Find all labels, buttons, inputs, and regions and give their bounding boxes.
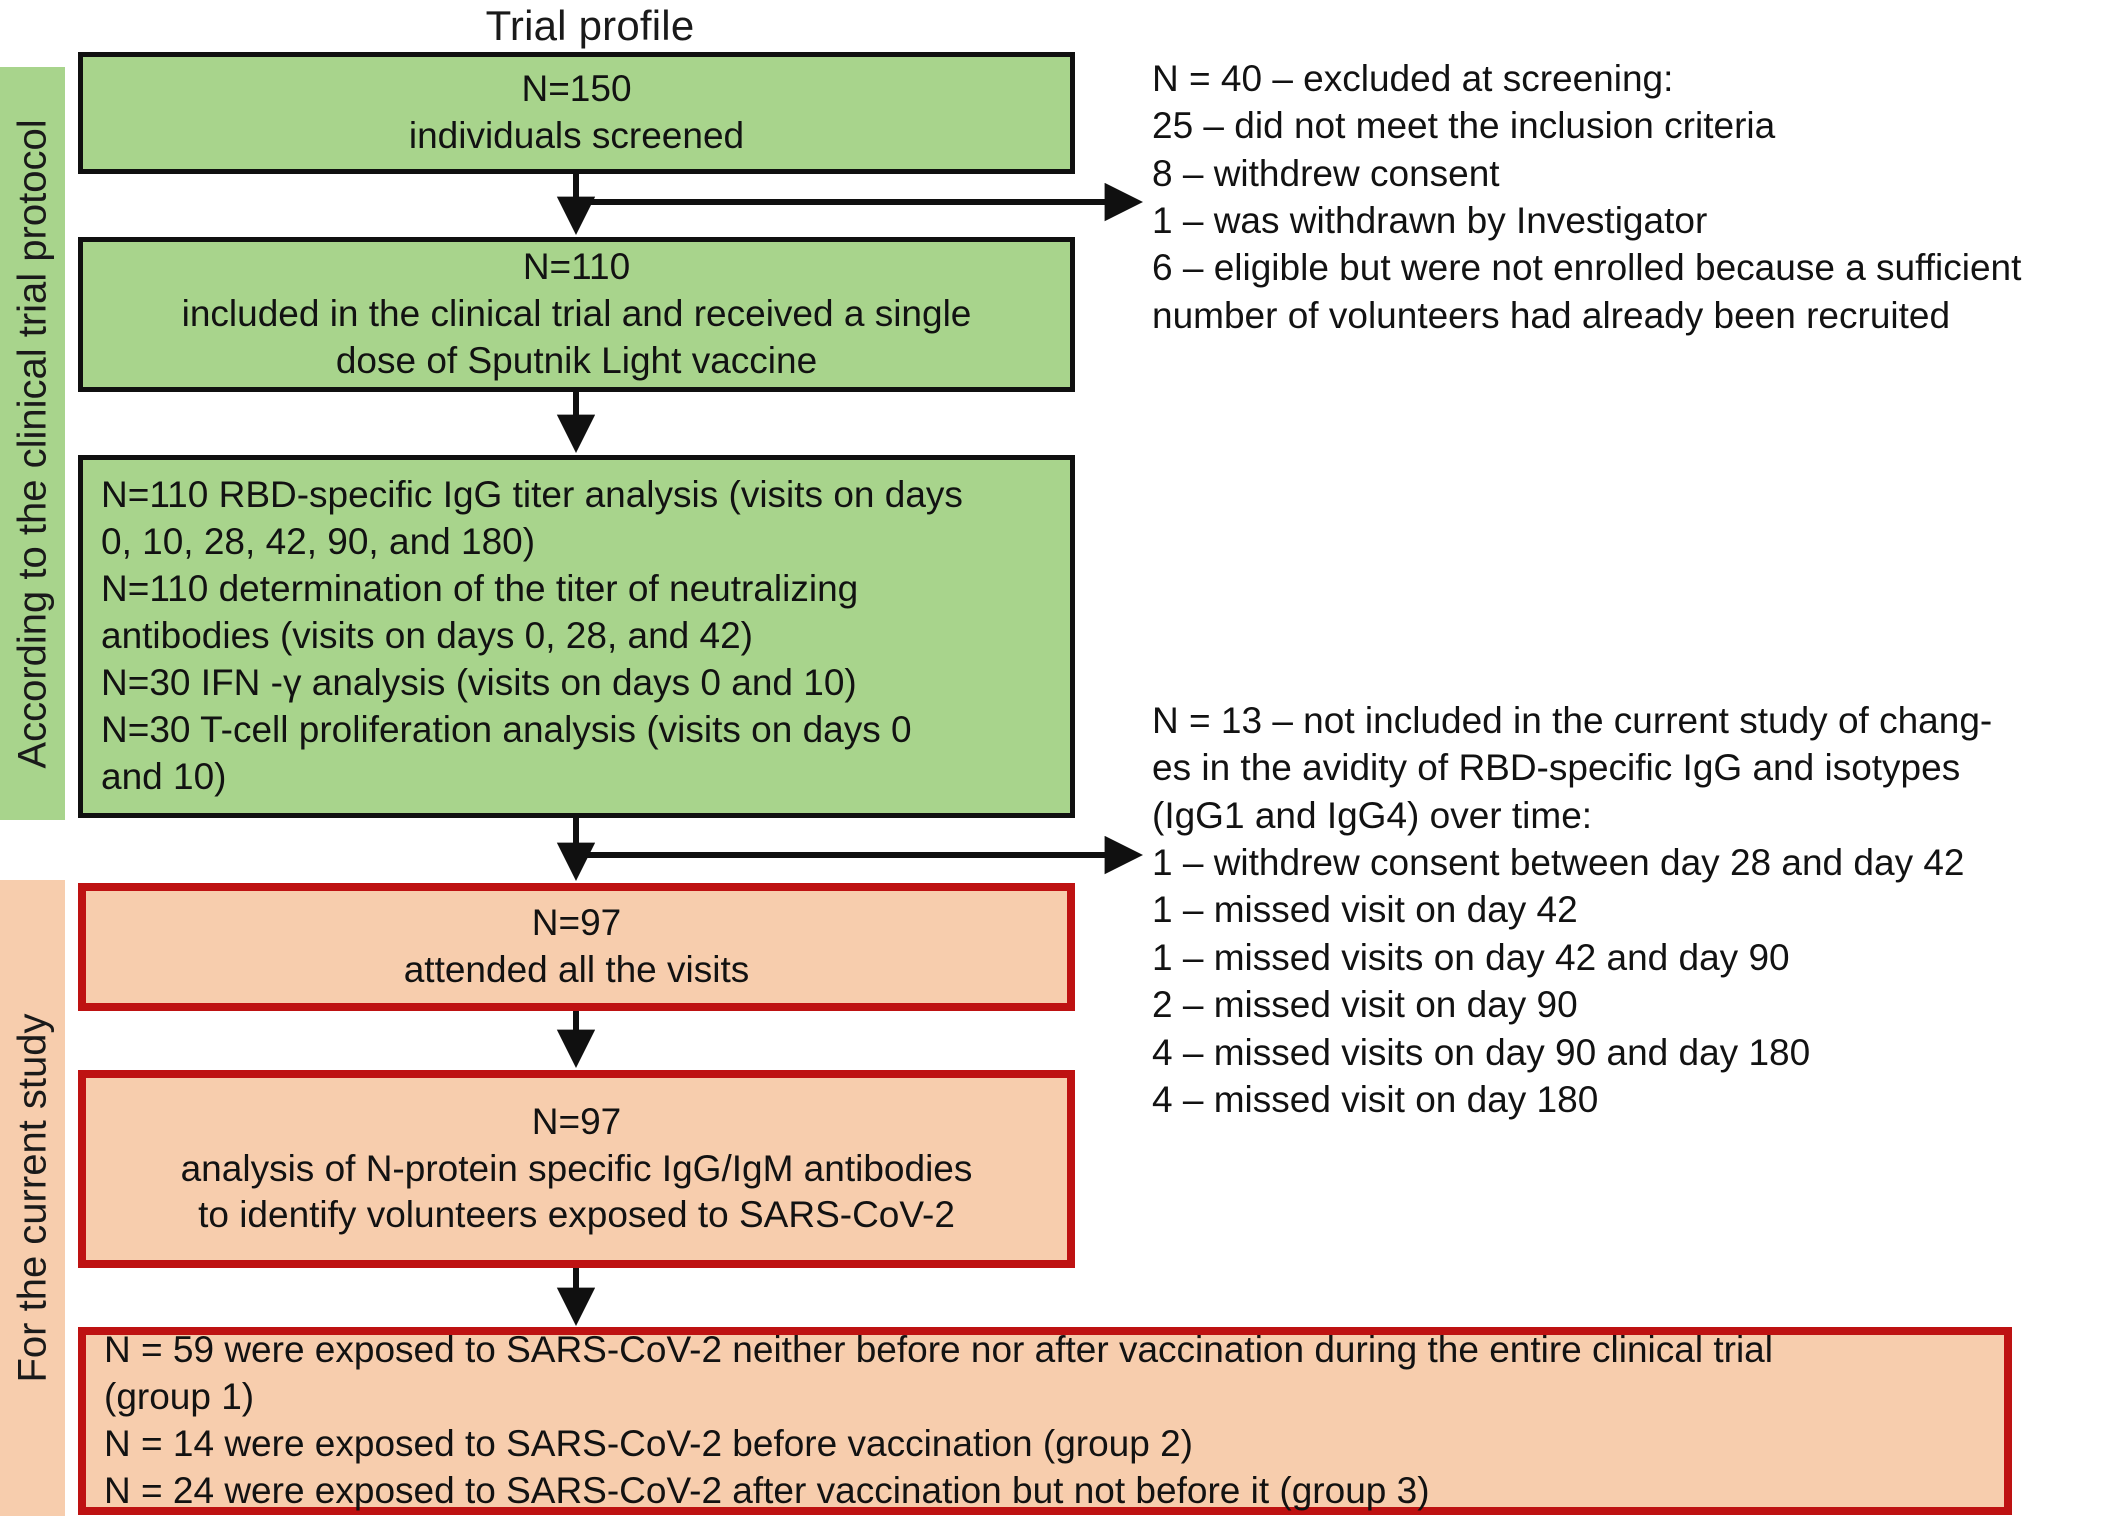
band-current-study: For the current study [0,880,65,1516]
node-included-line2: included in the clinical trial and recei… [181,293,972,334]
node-groups-line3: N = 14 were exposed to SARS-CoV-2 before… [104,1423,1194,1464]
node-attended: N=97 attended all the visits [78,883,1075,1011]
node-attended-line2: attended all the visits [403,949,750,990]
node-screened-line1: N=150 [521,68,632,110]
node-included: N=110 included in the clinical trial and… [78,237,1075,392]
note-screening-exclusions: N = 40 – excluded at screening: 25 – did… [1152,58,2022,336]
node-analysis: N=110 RBD-specific IgG titer analysis (v… [78,455,1075,818]
node-analysis-line6: N=30 T-cell proliferation analysis (visi… [101,708,912,750]
node-analysis-line7: and 10) [101,755,227,797]
node-analysis-line2: 0, 10, 28, 42, 90, and 180) [101,521,536,563]
node-included-line1: N=110 [522,246,631,288]
node-nprotein-line1: N=97 [531,1100,622,1142]
node-analysis-line1: N=110 RBD-specific IgG titer analysis (v… [101,474,963,516]
node-nprotein-analysis: N=97 analysis of N-protein specific IgG/… [78,1070,1075,1268]
node-attended-line1: N=97 [531,902,622,944]
page-title: Trial profile [485,2,695,49]
node-nprotein-line3: to identify volunteers exposed to SARS-C… [198,1194,955,1236]
band-protocol: According to the clinical trial protocol [0,67,65,820]
band-current-study-label: For the current study [10,1013,55,1383]
node-screened: N=150 individuals screened [78,52,1075,174]
node-included-line3: dose of Sputnik Light vaccine [335,339,818,381]
band-protocol-label: According to the clinical trial protocol [10,118,55,769]
node-groups-line2: (group 1) [104,1376,255,1418]
node-screened-line2: individuals screened [408,115,745,156]
node-groups: N = 59 were exposed to SARS-CoV-2 neithe… [78,1327,2012,1515]
note-not-included-13: N = 13 – not included in the current stu… [1152,700,1993,1120]
node-groups-line1: N = 59 were exposed to SARS-CoV-2 neithe… [104,1329,1773,1371]
node-analysis-line3: N=110 determination of the titer of neut… [101,568,859,610]
node-analysis-line5: N=30 IFN -γ analysis (visits on days 0 a… [101,661,857,703]
node-nprotein-line2: analysis of N-protein specific IgG/IgM a… [180,1147,973,1189]
node-analysis-line4: antibodies (visits on days 0, 28, and 42… [101,615,753,656]
node-groups-line4: N = 24 were exposed to SARS-CoV-2 after … [104,1469,1430,1511]
